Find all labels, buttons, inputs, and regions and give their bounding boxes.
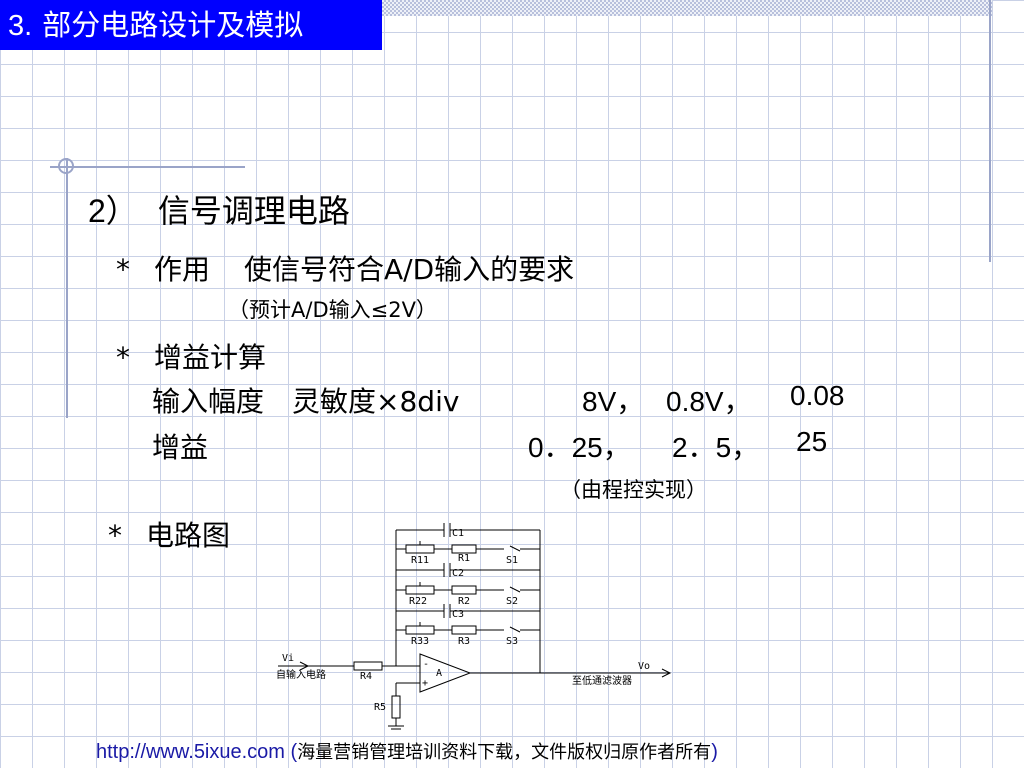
res-r3-label: R3 xyxy=(458,636,470,647)
circuit-diagram-text: 电路图 xyxy=(146,519,231,552)
left-decoration-line xyxy=(66,158,68,418)
footer-paren-open: ( xyxy=(284,741,298,763)
input-amplitude-line: 输入幅度灵敏度×8div xyxy=(152,380,459,420)
footer: http://www.5ixue.com (海量营销管理培训资料下载，文件版权归… xyxy=(96,738,718,764)
output-desc-label: 至低通滤波器 xyxy=(572,674,632,687)
decoration-circle xyxy=(58,158,74,174)
amplitude-value-2: 0.8V， xyxy=(666,386,752,417)
gain-value-2: 2．5， xyxy=(672,432,760,463)
title-number: 3. xyxy=(8,10,33,42)
gain-calc-line: * 增益计算 xyxy=(116,336,266,376)
amplitude-value-3: 0.08 xyxy=(790,380,845,411)
amp-plus-label: + xyxy=(422,678,428,689)
program-control-note: （由程控实现） xyxy=(560,478,707,502)
slide-title: 3. 部分电路设计及模拟 xyxy=(0,0,382,50)
amplitude-value-1: 8V， xyxy=(582,386,645,417)
heading-number: 2） xyxy=(88,193,138,229)
input-amplitude-label: 输入幅度 xyxy=(152,385,265,418)
cap-c1-label: C1 xyxy=(452,528,464,539)
sensitivity-formula: 灵敏度×8div xyxy=(292,385,460,418)
res-r11-label: R11 xyxy=(411,555,429,566)
input-desc-label: 自输入电路 xyxy=(276,668,326,681)
footer-note: 海量营销管理培训资料下载，文件版权归原作者所有 xyxy=(297,742,712,763)
top-decoration-bar xyxy=(382,0,992,16)
right-decoration-line xyxy=(989,0,991,262)
circuit-diagram: C1 C2 C3 R11 R22 R33 R1 R2 R3 S1 S2 S3 V… xyxy=(276,523,672,730)
purpose-key: 作用 xyxy=(154,253,211,286)
cap-c2-label: C2 xyxy=(452,568,464,579)
section-heading: 2） 信号调理电路 xyxy=(88,186,350,232)
gain-calc-text: 增益计算 xyxy=(154,341,267,374)
title-text: 部分电路设计及模拟 xyxy=(42,8,304,42)
circuit-diagram-line: * 电路图 xyxy=(108,514,230,554)
amp-minus-label: - xyxy=(423,659,429,670)
switch-s3-label: S3 xyxy=(506,636,518,647)
heading-text: 信号调理电路 xyxy=(157,192,350,230)
res-r5-label: R5 xyxy=(374,702,386,713)
cap-c3-label: C3 xyxy=(452,609,464,620)
vo-label: Vo xyxy=(638,661,650,672)
gain-label: 增益 xyxy=(152,431,209,464)
vi-label: Vi xyxy=(282,653,294,664)
bullet-star: * xyxy=(116,253,130,286)
purpose-text: 使信号符合A/D输入的要求 xyxy=(244,253,575,286)
left-horizontal-line xyxy=(50,166,245,168)
bullet-star: * xyxy=(108,519,122,552)
gain-value-1: 0．25， xyxy=(528,432,631,463)
footer-url-link[interactable]: http://www.5ixue.com xyxy=(96,741,285,763)
purpose-line: * 作用使信号符合A/D输入的要求 xyxy=(116,248,574,288)
res-r22-label: R22 xyxy=(409,596,427,607)
ad-input-note: （预计A/D输入≤2V） xyxy=(228,298,437,322)
res-r2-label: R2 xyxy=(458,596,470,607)
res-r33-label: R33 xyxy=(411,636,429,647)
switch-s1-label: S1 xyxy=(506,555,518,566)
amp-a-label: A xyxy=(436,668,442,679)
res-r1-label: R1 xyxy=(458,553,470,564)
res-r4-label: R4 xyxy=(360,671,372,682)
switch-s2-label: S2 xyxy=(506,596,518,607)
footer-paren-close: ) xyxy=(711,741,718,763)
bullet-star: * xyxy=(116,341,130,374)
gain-value-3: 25 xyxy=(796,426,828,457)
